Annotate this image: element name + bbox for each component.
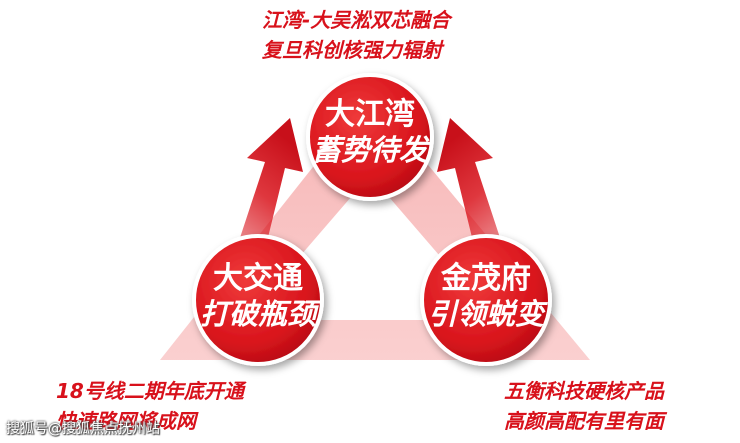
node-right-subtitle: 引领蜕变 <box>427 297 544 331</box>
node-left-title: 大交通 <box>213 261 303 296</box>
left-caption-line2: 快速路网将成网 <box>56 409 196 433</box>
left-caption-line1: 18号线二期年底开通 <box>56 379 244 403</box>
right-caption-line2: 高颜高配有里有面 <box>504 409 664 433</box>
node-circle-top <box>306 73 434 201</box>
top-caption-line2: 复旦科创核强力辐射 <box>262 38 442 62</box>
left-upward-arrow <box>232 118 303 262</box>
top-caption-line1: 江湾-大吴淞双芯融合 <box>262 8 451 32</box>
node-top-title: 大江湾 <box>325 97 415 132</box>
node-top-subtitle: 蓄势待发 <box>311 133 428 167</box>
right-caption: 五衡科技硬核产品 高颜高配有里有面 <box>504 376 664 436</box>
watermark: 搜狐号@搜狐焦点抚州站 <box>6 421 160 437</box>
right-upward-arrow <box>437 118 508 262</box>
node-top: 大江湾 蓄势待发 <box>310 100 430 165</box>
node-left: 大交通 打破瓶颈 <box>196 264 320 329</box>
left-caption: 18号线二期年底开通 快速路网将成网 <box>56 376 244 436</box>
top-caption: 江湾-大吴淞双芯融合 复旦科创核强力辐射 <box>262 5 450 65</box>
node-circle-right <box>420 234 552 366</box>
node-circle-left <box>192 234 324 366</box>
node-right: 金茂府 引领蜕变 <box>424 264 548 329</box>
node-right-title: 金茂府 <box>441 261 531 296</box>
node-left-subtitle: 打破瓶颈 <box>199 297 316 331</box>
right-caption-line1: 五衡科技硬核产品 <box>504 379 664 403</box>
